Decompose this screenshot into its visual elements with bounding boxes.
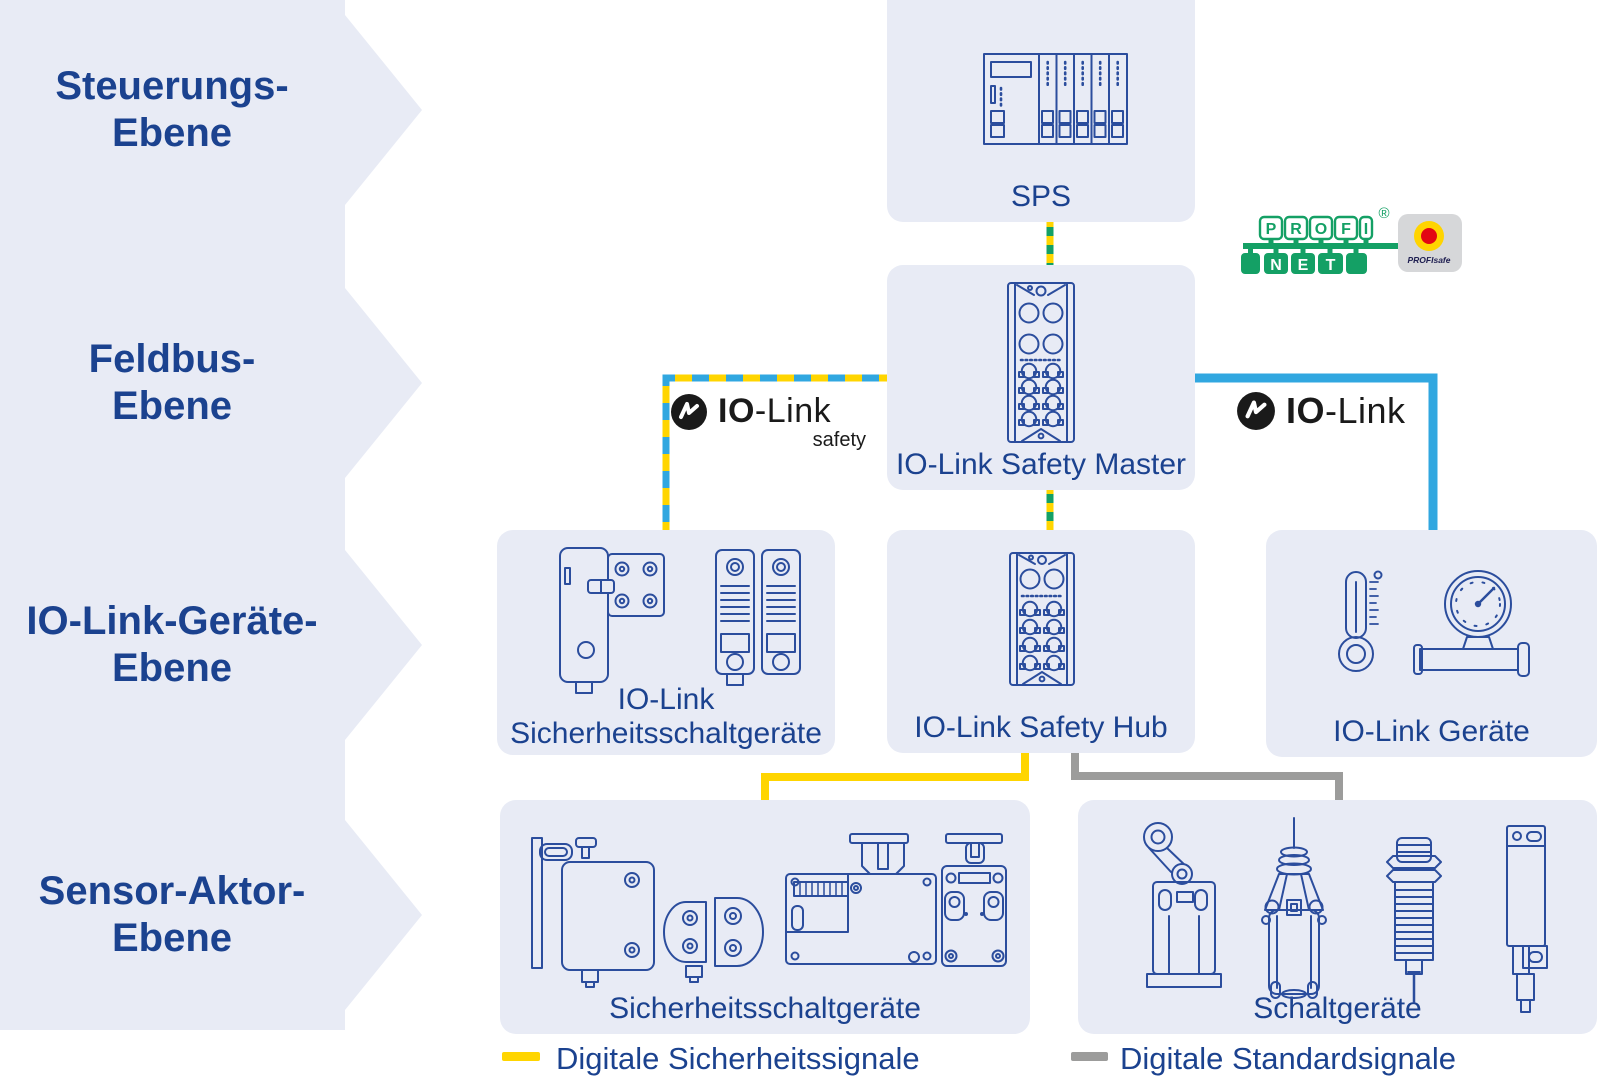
svg-text:P: P (1266, 221, 1277, 238)
safety-switches-label: Sicherheitsschaltgeräte (609, 992, 921, 1025)
io-link-safety-logo-icon (671, 393, 707, 430)
io-link-logo-icon (1237, 392, 1275, 430)
hub-label: IO-Link Safety Hub (914, 711, 1168, 744)
io-link-logo-text: IO-Link (1286, 390, 1406, 431)
svg-text:F: F (1341, 221, 1351, 238)
legend-label-safety: Digitale Sicherheitssignale (556, 1041, 920, 1076)
svg-text:N: N (1270, 257, 1282, 274)
level-banner-shape (0, 0, 422, 1030)
svg-text:T: T (1326, 257, 1336, 274)
profinet-logo: P R O F I N E T ® (1241, 205, 1405, 274)
safety-switches-icon (531, 833, 1007, 988)
box-safety-devices: IO-Link Sicherheitsschaltgeräte (497, 530, 835, 755)
profisafe-logo: PROFIsafe (1398, 214, 1462, 272)
io-link-safety-logo-text: IO-Link (718, 392, 832, 430)
box-io-devices: IO-Link Geräte (1266, 530, 1597, 757)
master-module-icon (1007, 282, 1075, 443)
io-link-safety-logo-sub: safety (812, 429, 866, 451)
profisafe-label: PROFIsafe (1408, 255, 1451, 265)
io-devices-icon (1338, 570, 1530, 677)
switches-icon (1143, 817, 1548, 1013)
connector-hub-switches (1071, 753, 1343, 800)
io-link-logo: IO-Link (1236, 390, 1406, 432)
master-label: IO-Link Safety Master (895, 448, 1187, 481)
registered-mark: ® (1378, 205, 1389, 222)
level-label-steuerungs: Steuerungs-Ebene (55, 64, 289, 155)
safety-devices-label: IO-Link Sicherheitsschaltgeräte (510, 683, 822, 750)
connector-hub-safety-switches (761, 753, 1029, 800)
hub-module-icon (1009, 552, 1075, 686)
level-label-sensor-aktor: Sensor-Aktor-Ebene (38, 869, 306, 960)
sps-label: SPS (1010, 180, 1072, 213)
switches-label: Schaltgeräte (1253, 992, 1422, 1025)
legend-label-standard: Digitale Standardsignale (1120, 1041, 1457, 1076)
connector-master-io-devices (1195, 373, 1438, 530)
legend-dash-safety (502, 1052, 540, 1061)
legend-dash-standard (1071, 1052, 1108, 1061)
box-master: IO-Link Safety Master (887, 265, 1195, 490)
svg-text:O: O (1315, 221, 1327, 238)
box-hub: IO-Link Safety Hub (887, 530, 1195, 753)
safety-devices-icon (559, 547, 801, 694)
svg-text:R: R (1290, 221, 1302, 238)
plc-icon (983, 53, 1128, 145)
svg-text:I: I (1364, 221, 1368, 238)
svg-text:E: E (1298, 257, 1309, 274)
level-label-feldbus: Feldbus-Ebene (88, 337, 256, 428)
io-link-safety-logo: IO-Link safety (670, 392, 870, 451)
level-label-iolink-geraete: IO-Link-Geräte-Ebene (26, 599, 318, 690)
io-devices-label: IO-Link Geräte (1333, 715, 1530, 748)
